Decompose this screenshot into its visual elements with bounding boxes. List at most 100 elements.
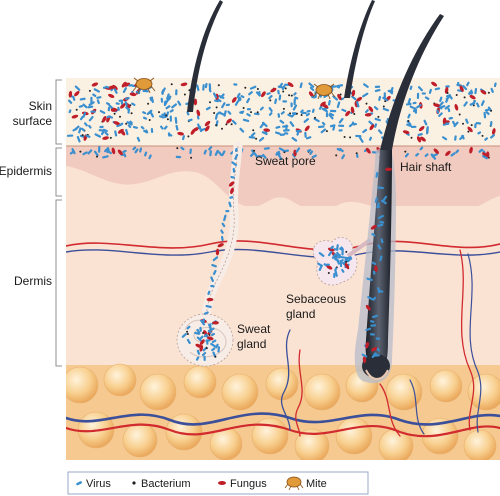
virus-icon (448, 116, 454, 120)
bacterium-icon (339, 93, 342, 96)
fat-cell (183, 365, 217, 399)
legend-label-virus: Virus (86, 478, 111, 490)
virus-icon (325, 263, 330, 266)
fat-cell (66, 366, 99, 404)
virus-icon (295, 147, 301, 153)
virus-icon (372, 270, 376, 275)
virus-icon (107, 106, 111, 112)
virus-icon (465, 118, 469, 124)
virus-icon (142, 111, 147, 115)
virus-icon (378, 95, 382, 101)
sweat-microbes (181, 147, 239, 362)
virus-icon (177, 100, 182, 106)
hair-middle (344, 0, 375, 98)
virus-icon (261, 121, 268, 128)
fungus-icon (102, 116, 107, 123)
virus-icon (232, 167, 236, 173)
virus-icon (477, 131, 482, 135)
virus-icon (439, 105, 446, 109)
virus-icon (339, 147, 344, 153)
virus-icon (294, 96, 299, 100)
bacterium-icon (190, 156, 193, 159)
virus-icon (231, 161, 238, 167)
virus-icon (362, 128, 368, 134)
virus-icon (462, 84, 468, 91)
virus-icon (333, 272, 336, 278)
bacterium-icon (487, 91, 490, 94)
virus-icon (148, 109, 153, 115)
virus-icon (474, 123, 477, 129)
virus-icon (142, 116, 148, 120)
virus-icon (215, 343, 219, 349)
virus-icon (454, 135, 457, 141)
virus-icon (336, 251, 341, 257)
virus-icon (181, 332, 187, 338)
virus-icon (71, 148, 76, 155)
virus-icon (341, 268, 345, 273)
virus-icon (251, 149, 256, 155)
fungus-icon (68, 90, 73, 98)
virus-icon (161, 113, 166, 117)
fungus-icon (326, 265, 333, 270)
bacterium-icon (407, 120, 410, 122)
fungus-icon (218, 481, 226, 485)
virus-icon (278, 94, 282, 101)
label-skin-surface-1: Skin (29, 99, 52, 113)
mite-icon (312, 83, 336, 100)
fungus-icon (117, 149, 123, 156)
virus-icon (369, 320, 375, 323)
virus-icon (379, 221, 385, 224)
virus-icon (104, 131, 109, 136)
bacterium-icon (96, 155, 98, 158)
fungus-icon (111, 147, 116, 155)
virus-icon (231, 119, 237, 125)
fungus-icon (374, 265, 378, 272)
fungus-icon (402, 130, 410, 134)
virus-icon (379, 255, 383, 262)
virus-icon (144, 151, 148, 157)
virus-icon (199, 335, 204, 340)
bacterium-icon (225, 123, 228, 126)
virus-icon (78, 127, 82, 134)
fat-cell (221, 373, 259, 411)
virus-icon (246, 97, 251, 104)
virus-icon (234, 147, 238, 152)
virus-icon (175, 89, 178, 96)
virus-icon (367, 296, 374, 301)
virus-icon (187, 118, 193, 122)
virus-icon (196, 84, 200, 91)
fungus-icon (369, 124, 375, 131)
fat-cell (467, 373, 500, 411)
virus-icon (279, 133, 286, 136)
virus-icon (309, 86, 315, 92)
virus-icon (377, 186, 384, 190)
bacterium-icon (250, 111, 252, 114)
bacterium-icon (345, 250, 348, 253)
virus-icon (82, 112, 87, 118)
fungus-icon (270, 87, 277, 93)
virus-icon (309, 150, 314, 155)
fungus-icon (467, 126, 473, 133)
virus-icon (186, 325, 191, 330)
virus-icon (438, 112, 443, 117)
virus-icon (96, 96, 102, 99)
legend-item-mite: Mite (284, 476, 327, 491)
virus-icon (164, 100, 167, 105)
virus-icon (308, 82, 315, 88)
virus-icon (380, 199, 387, 205)
virus-icon (338, 117, 344, 124)
virus-icon (127, 124, 132, 129)
virus-icon (131, 102, 136, 107)
bacterium-icon (382, 105, 385, 108)
virus-icon (171, 103, 178, 109)
virus-icon (209, 323, 212, 330)
virus-icon (380, 238, 384, 244)
fungus-icon (356, 96, 363, 102)
fungus-icon (180, 82, 188, 87)
virus-icon (266, 92, 271, 96)
virus-icon (161, 87, 166, 94)
virus-icon (338, 124, 345, 128)
virus-icon (134, 148, 139, 154)
virus-icon (284, 132, 289, 135)
virus-icon (321, 107, 328, 113)
